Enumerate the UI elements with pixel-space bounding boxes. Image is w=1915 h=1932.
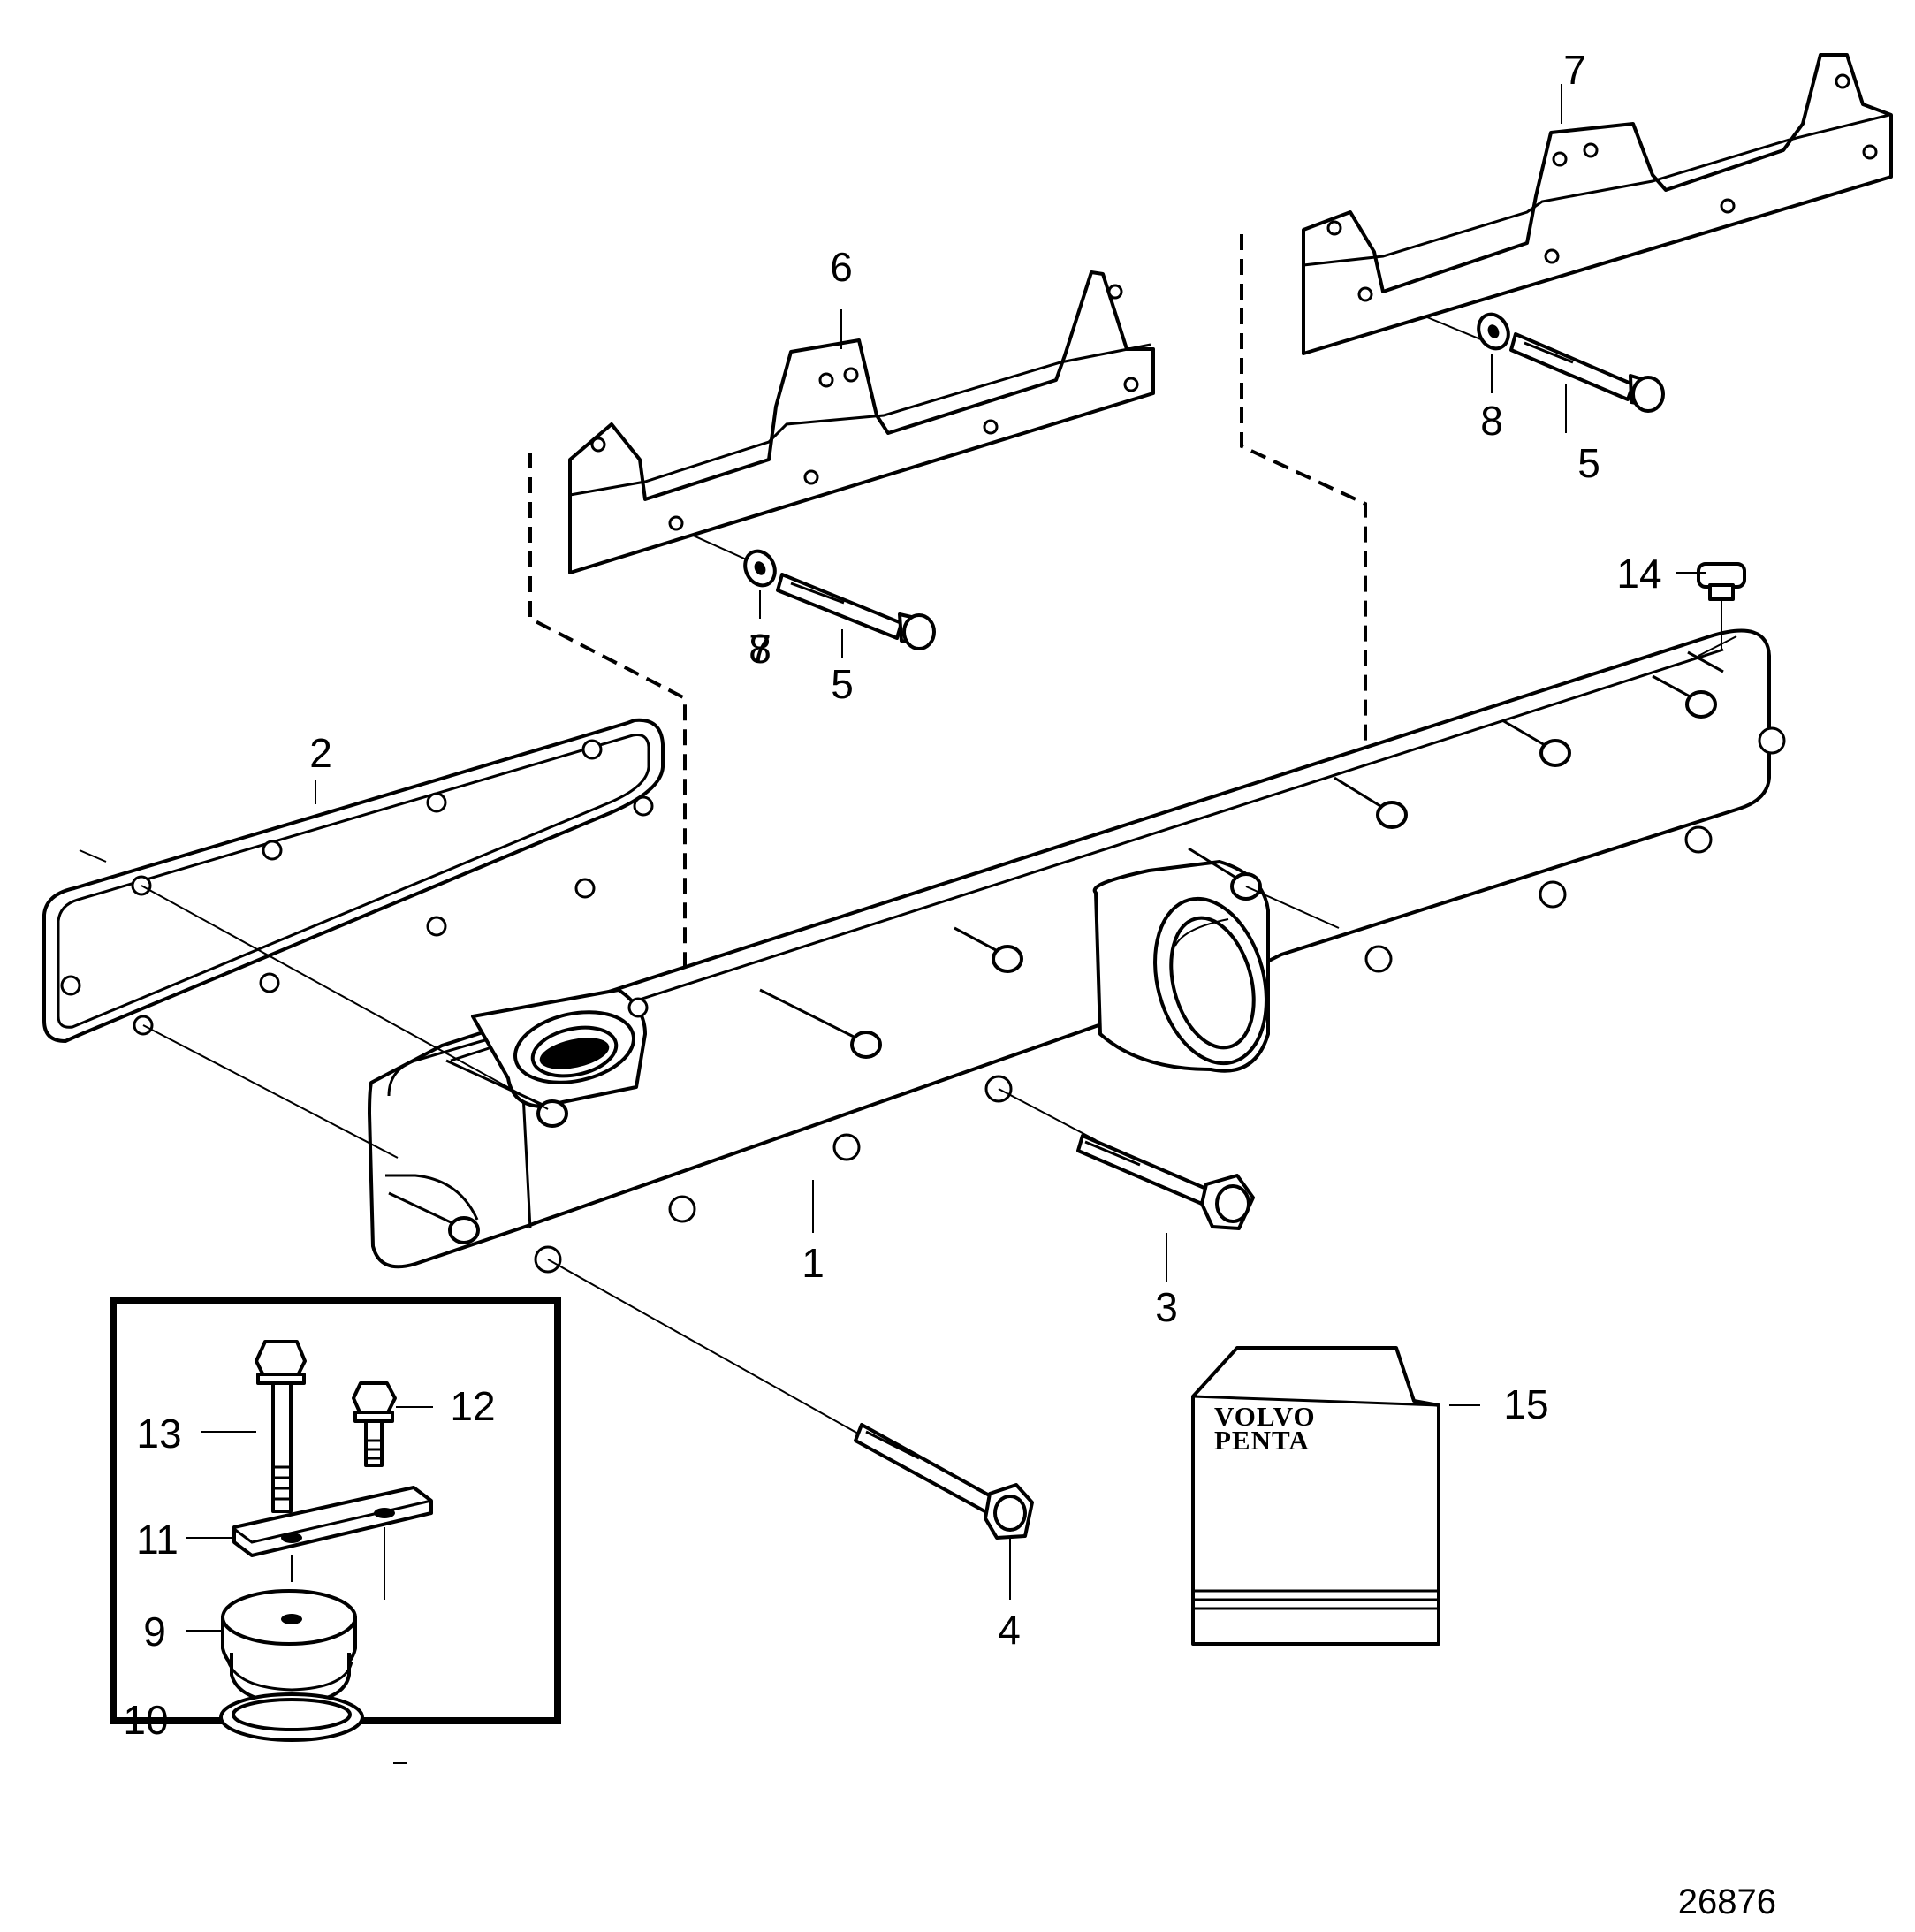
cover-side-holes (534, 726, 1786, 1274)
callout-13: 13 (136, 1411, 181, 1457)
leader-lines (186, 84, 1706, 1720)
screw-3 (1076, 1134, 1255, 1230)
callout-6: 6 (830, 244, 853, 290)
washer-8a (743, 549, 777, 588)
rubber-mount-9 (221, 1589, 357, 1706)
valve-cover (368, 628, 1786, 1274)
callout-2: 2 (309, 730, 332, 776)
callout-5b: 5 (1577, 440, 1600, 486)
callout-8b: 8 (1480, 398, 1503, 444)
screw-5a (776, 573, 936, 650)
instruction-manual-15: VOLVO PENTA (1191, 1346, 1440, 1646)
screw-5b (1509, 332, 1665, 413)
callout-12: 12 (450, 1383, 495, 1429)
callout-11: 11 (136, 1517, 179, 1563)
screw-4 (854, 1423, 1034, 1600)
callout-7: 7 (1563, 47, 1586, 93)
brand-line-1: VOLVO (1214, 1401, 1316, 1432)
gasket (42, 718, 665, 1043)
bracket-7 (1302, 53, 1893, 355)
callout-5a: 5 (831, 661, 854, 707)
plug-14 (1697, 562, 1746, 650)
inset-detail-box (110, 1297, 561, 1764)
callout-10: 10 (123, 1697, 168, 1743)
callout-7b: 7 (749, 626, 771, 672)
drawing-number: 26876 (1678, 1883, 1776, 1921)
callout-15: 15 (1503, 1381, 1548, 1427)
washer-8b (1477, 312, 1510, 351)
bracket-6 (568, 270, 1155, 574)
plate-11 (232, 1486, 433, 1600)
gasket-bolt-holes (60, 739, 654, 1036)
callout-4: 4 (998, 1607, 1021, 1653)
brand-line-2: PENTA (1214, 1425, 1310, 1456)
callout-1: 1 (802, 1240, 825, 1286)
screw-13 (255, 1340, 307, 1513)
callout-9: 9 (143, 1609, 166, 1654)
o-ring-10 (219, 1692, 364, 1742)
callout-labels: 1 2 3 4 5 5 6 7 7 8 8 9 10 11 12 13 14 1… (123, 47, 1661, 1743)
callout-14: 14 (1616, 551, 1661, 597)
cover-bosses (388, 650, 1724, 1244)
screw-12 (352, 1381, 397, 1467)
dashed-connection-lines (528, 234, 1367, 1171)
callout-3: 3 (1155, 1284, 1178, 1330)
callout-8a: 8 (749, 626, 771, 672)
